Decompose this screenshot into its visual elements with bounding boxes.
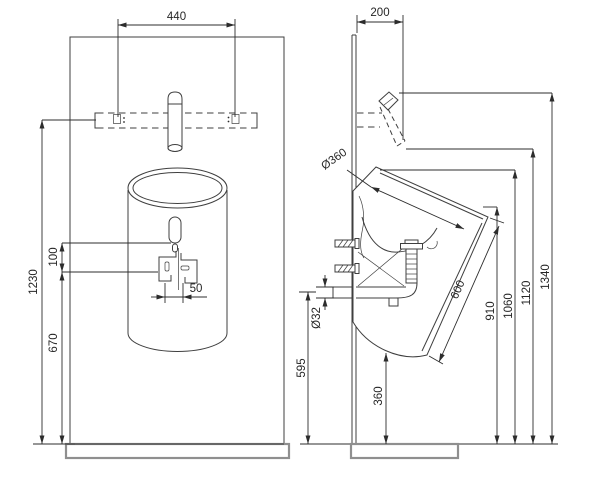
basin-rim-inner bbox=[132, 172, 223, 204]
dim-label-440: 440 bbox=[167, 11, 186, 23]
side-view: 200 Ø360 600 Ø32 595 bbox=[296, 7, 558, 460]
basin-front bbox=[127, 167, 228, 352]
dim-label-1230: 1230 bbox=[28, 269, 40, 295]
drain-outlet-stub bbox=[332, 286, 353, 299]
drain-pilot-hole bbox=[172, 243, 178, 253]
basin-rim-outer bbox=[127, 167, 228, 209]
base-slab-front bbox=[64, 442, 291, 460]
dim-hole-offset: 100 bbox=[48, 242, 171, 273]
dim-faucet-hole-spacing: 440 bbox=[117, 11, 236, 117]
base-slab-side bbox=[349, 442, 460, 460]
dim-spout-outlet-height: 1120 bbox=[406, 148, 536, 444]
dim-spout-projection: 200 bbox=[356, 7, 404, 140]
dim-label-360: 360 bbox=[373, 386, 385, 405]
dim-label-1120: 1120 bbox=[521, 281, 533, 306]
dim-label-diameter-360: Ø360 bbox=[319, 147, 349, 173]
waste-and-trap bbox=[332, 239, 423, 307]
basin-side bbox=[352, 166, 489, 358]
overflow-slot bbox=[168, 216, 182, 244]
drain-clamp bbox=[158, 248, 198, 290]
faucet-side bbox=[357, 91, 406, 147]
support-bracket bbox=[357, 248, 405, 287]
dim-faucet-top-height: 1340 bbox=[399, 92, 555, 444]
dim-label-595: 595 bbox=[296, 358, 308, 377]
faucet-front bbox=[167, 91, 183, 152]
dim-drain-offset: 50 bbox=[151, 283, 207, 303]
dim-rim-back-height: 1060 bbox=[380, 169, 518, 444]
dim-label-50: 50 bbox=[190, 283, 203, 295]
dim-label-diameter-32: Ø32 bbox=[311, 307, 323, 329]
dim-label-100: 100 bbox=[48, 247, 60, 266]
dim-rim-front-height: 910 bbox=[483, 206, 500, 444]
dim-drain-pipe-diameter: Ø32 bbox=[311, 275, 334, 329]
dim-basin-bottom-height: 670 bbox=[48, 272, 65, 444]
fixing-screws bbox=[334, 238, 360, 274]
dim-drain-height: 595 bbox=[296, 291, 316, 444]
dim-label-200: 200 bbox=[370, 7, 389, 19]
trap-cleanout bbox=[388, 297, 399, 307]
dim-label-1060: 1060 bbox=[503, 293, 515, 319]
front-view: 440 1230 100 670 50 bbox=[28, 11, 291, 460]
dim-label-910: 910 bbox=[485, 301, 497, 320]
fixing-hole-left bbox=[113, 114, 125, 124]
dim-label-1340: 1340 bbox=[540, 264, 552, 290]
dim-label-670: 670 bbox=[48, 333, 60, 352]
dim-basin-bottom-clearance: 360 bbox=[373, 353, 389, 444]
fixing-hole-right bbox=[227, 114, 240, 124]
dim-mounting-height: 1230 bbox=[28, 119, 96, 445]
faucet-head bbox=[378, 91, 399, 111]
